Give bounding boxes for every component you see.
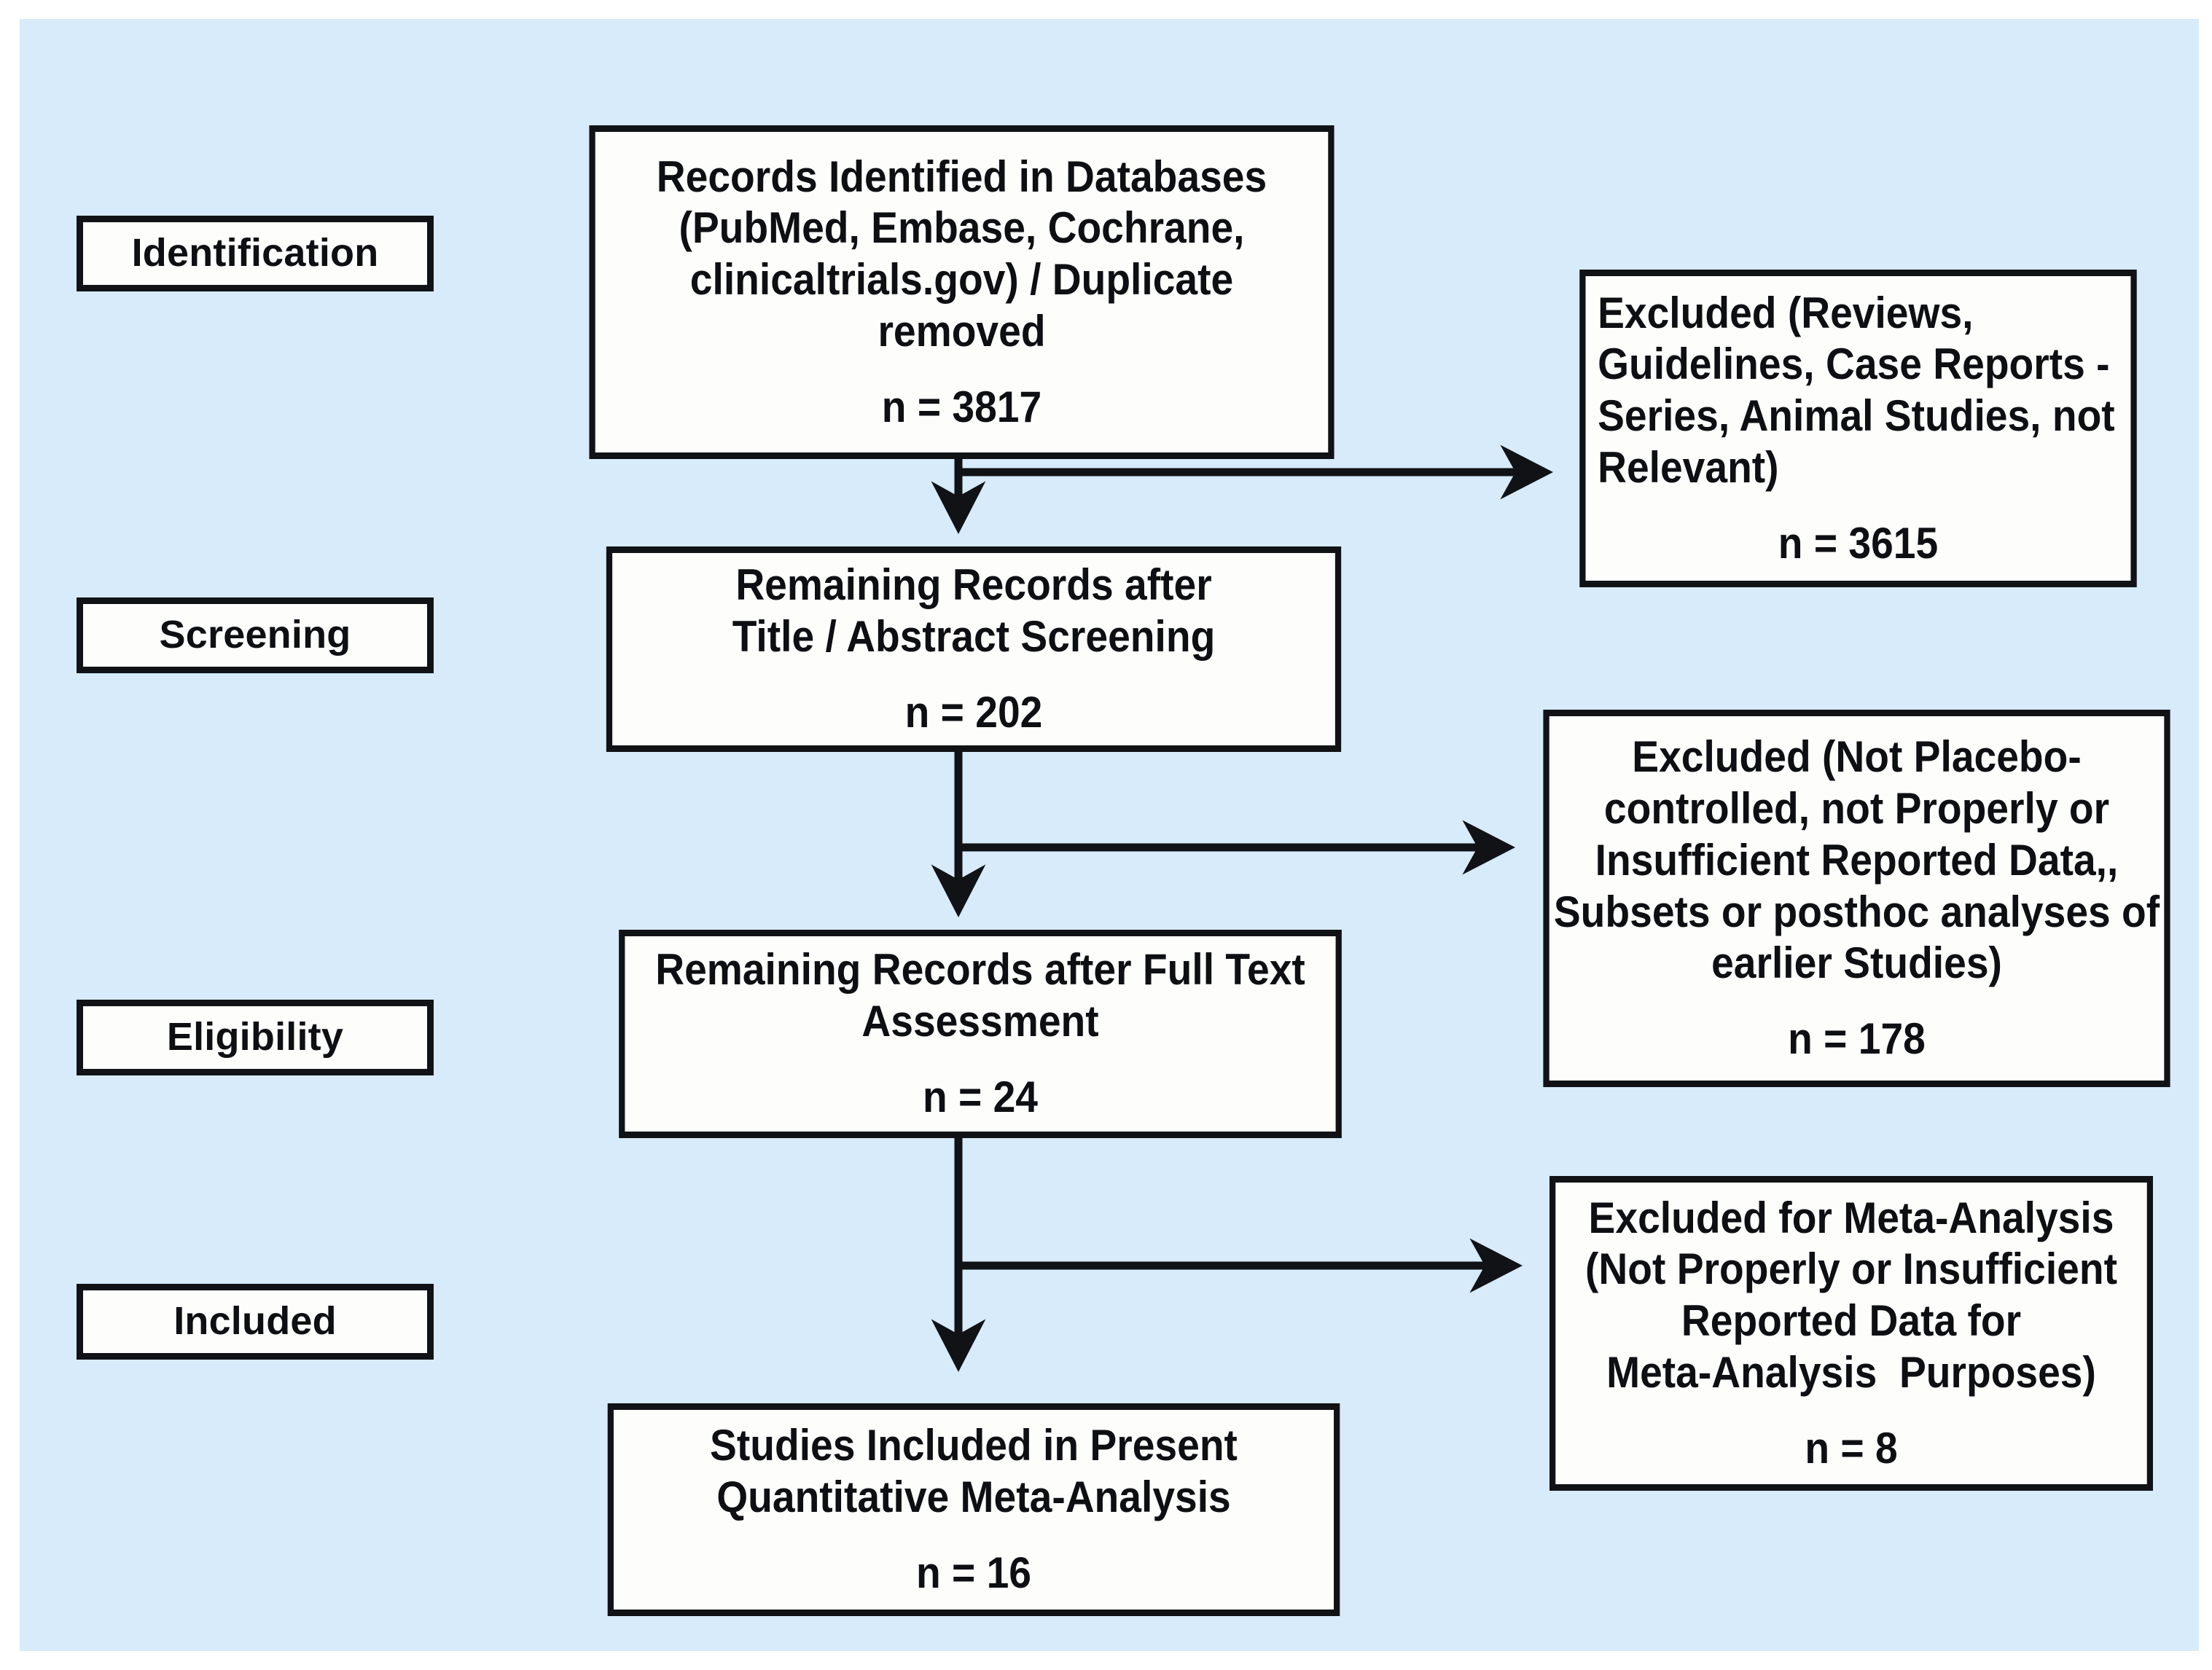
flow-box-remaining-after-full-text: Remaining Records after Full Text Assess… <box>619 930 1342 1138</box>
flow-box-text: Remaining Records after Title / Abstract… <box>732 560 1216 662</box>
flow-box-text: Records Identified in Databases (PubMed,… <box>656 152 1267 356</box>
exclusion-box-meta-analysis: Excluded for Meta-Analysis (Not Properly… <box>1549 1176 2153 1491</box>
stage-label-identification: Identification <box>77 216 434 291</box>
stage-label-included: Included <box>77 1284 434 1360</box>
stage-label-text: Eligibility <box>166 1015 344 1059</box>
flow-box-studies-included: Studies Included in Present Quantitative… <box>607 1403 1340 1616</box>
flow-box-remaining-after-title-abstract: Remaining Records after Title / Abstract… <box>606 546 1342 752</box>
exclusion-box-text: Excluded (Not Placebo- controlled, not P… <box>1553 732 2160 988</box>
flow-box-text: Remaining Records after Full Text Assess… <box>655 945 1305 1046</box>
exclusion-box-count: n = 3615 <box>1778 518 1939 568</box>
stage-label-screening: Screening <box>77 597 434 673</box>
flow-box-text: Studies Included in Present Quantitative… <box>710 1421 1238 1522</box>
exclusion-box-screening: Excluded (Not Placebo- controlled, not P… <box>1543 710 2170 1087</box>
flow-box-count: n = 16 <box>915 1548 1032 1597</box>
exclusion-box-text: Excluded for Meta-Analysis (Not Properly… <box>1585 1193 2117 1397</box>
exclusion-box-text: Excluded (Reviews, Guidelines, Case Repo… <box>1598 288 2115 492</box>
stage-label-text: Screening <box>159 613 351 657</box>
flow-box-records-identified: Records Identified in Databases (PubMed,… <box>589 125 1334 459</box>
exclusion-box-count: n = 8 <box>1805 1423 1898 1473</box>
flow-box-count: n = 24 <box>922 1072 1039 1121</box>
stage-label-text: Included <box>173 1299 337 1344</box>
exclusion-box-count: n = 178 <box>1788 1014 1926 1064</box>
exclusion-box-identification: Excluded (Reviews, Guidelines, Case Repo… <box>1579 270 2137 587</box>
stage-label-text: Identification <box>131 231 379 275</box>
flow-box-count: n = 3817 <box>881 382 1042 431</box>
stage-label-eligibility: Eligibility <box>77 1000 434 1075</box>
flow-box-count: n = 202 <box>904 687 1043 737</box>
